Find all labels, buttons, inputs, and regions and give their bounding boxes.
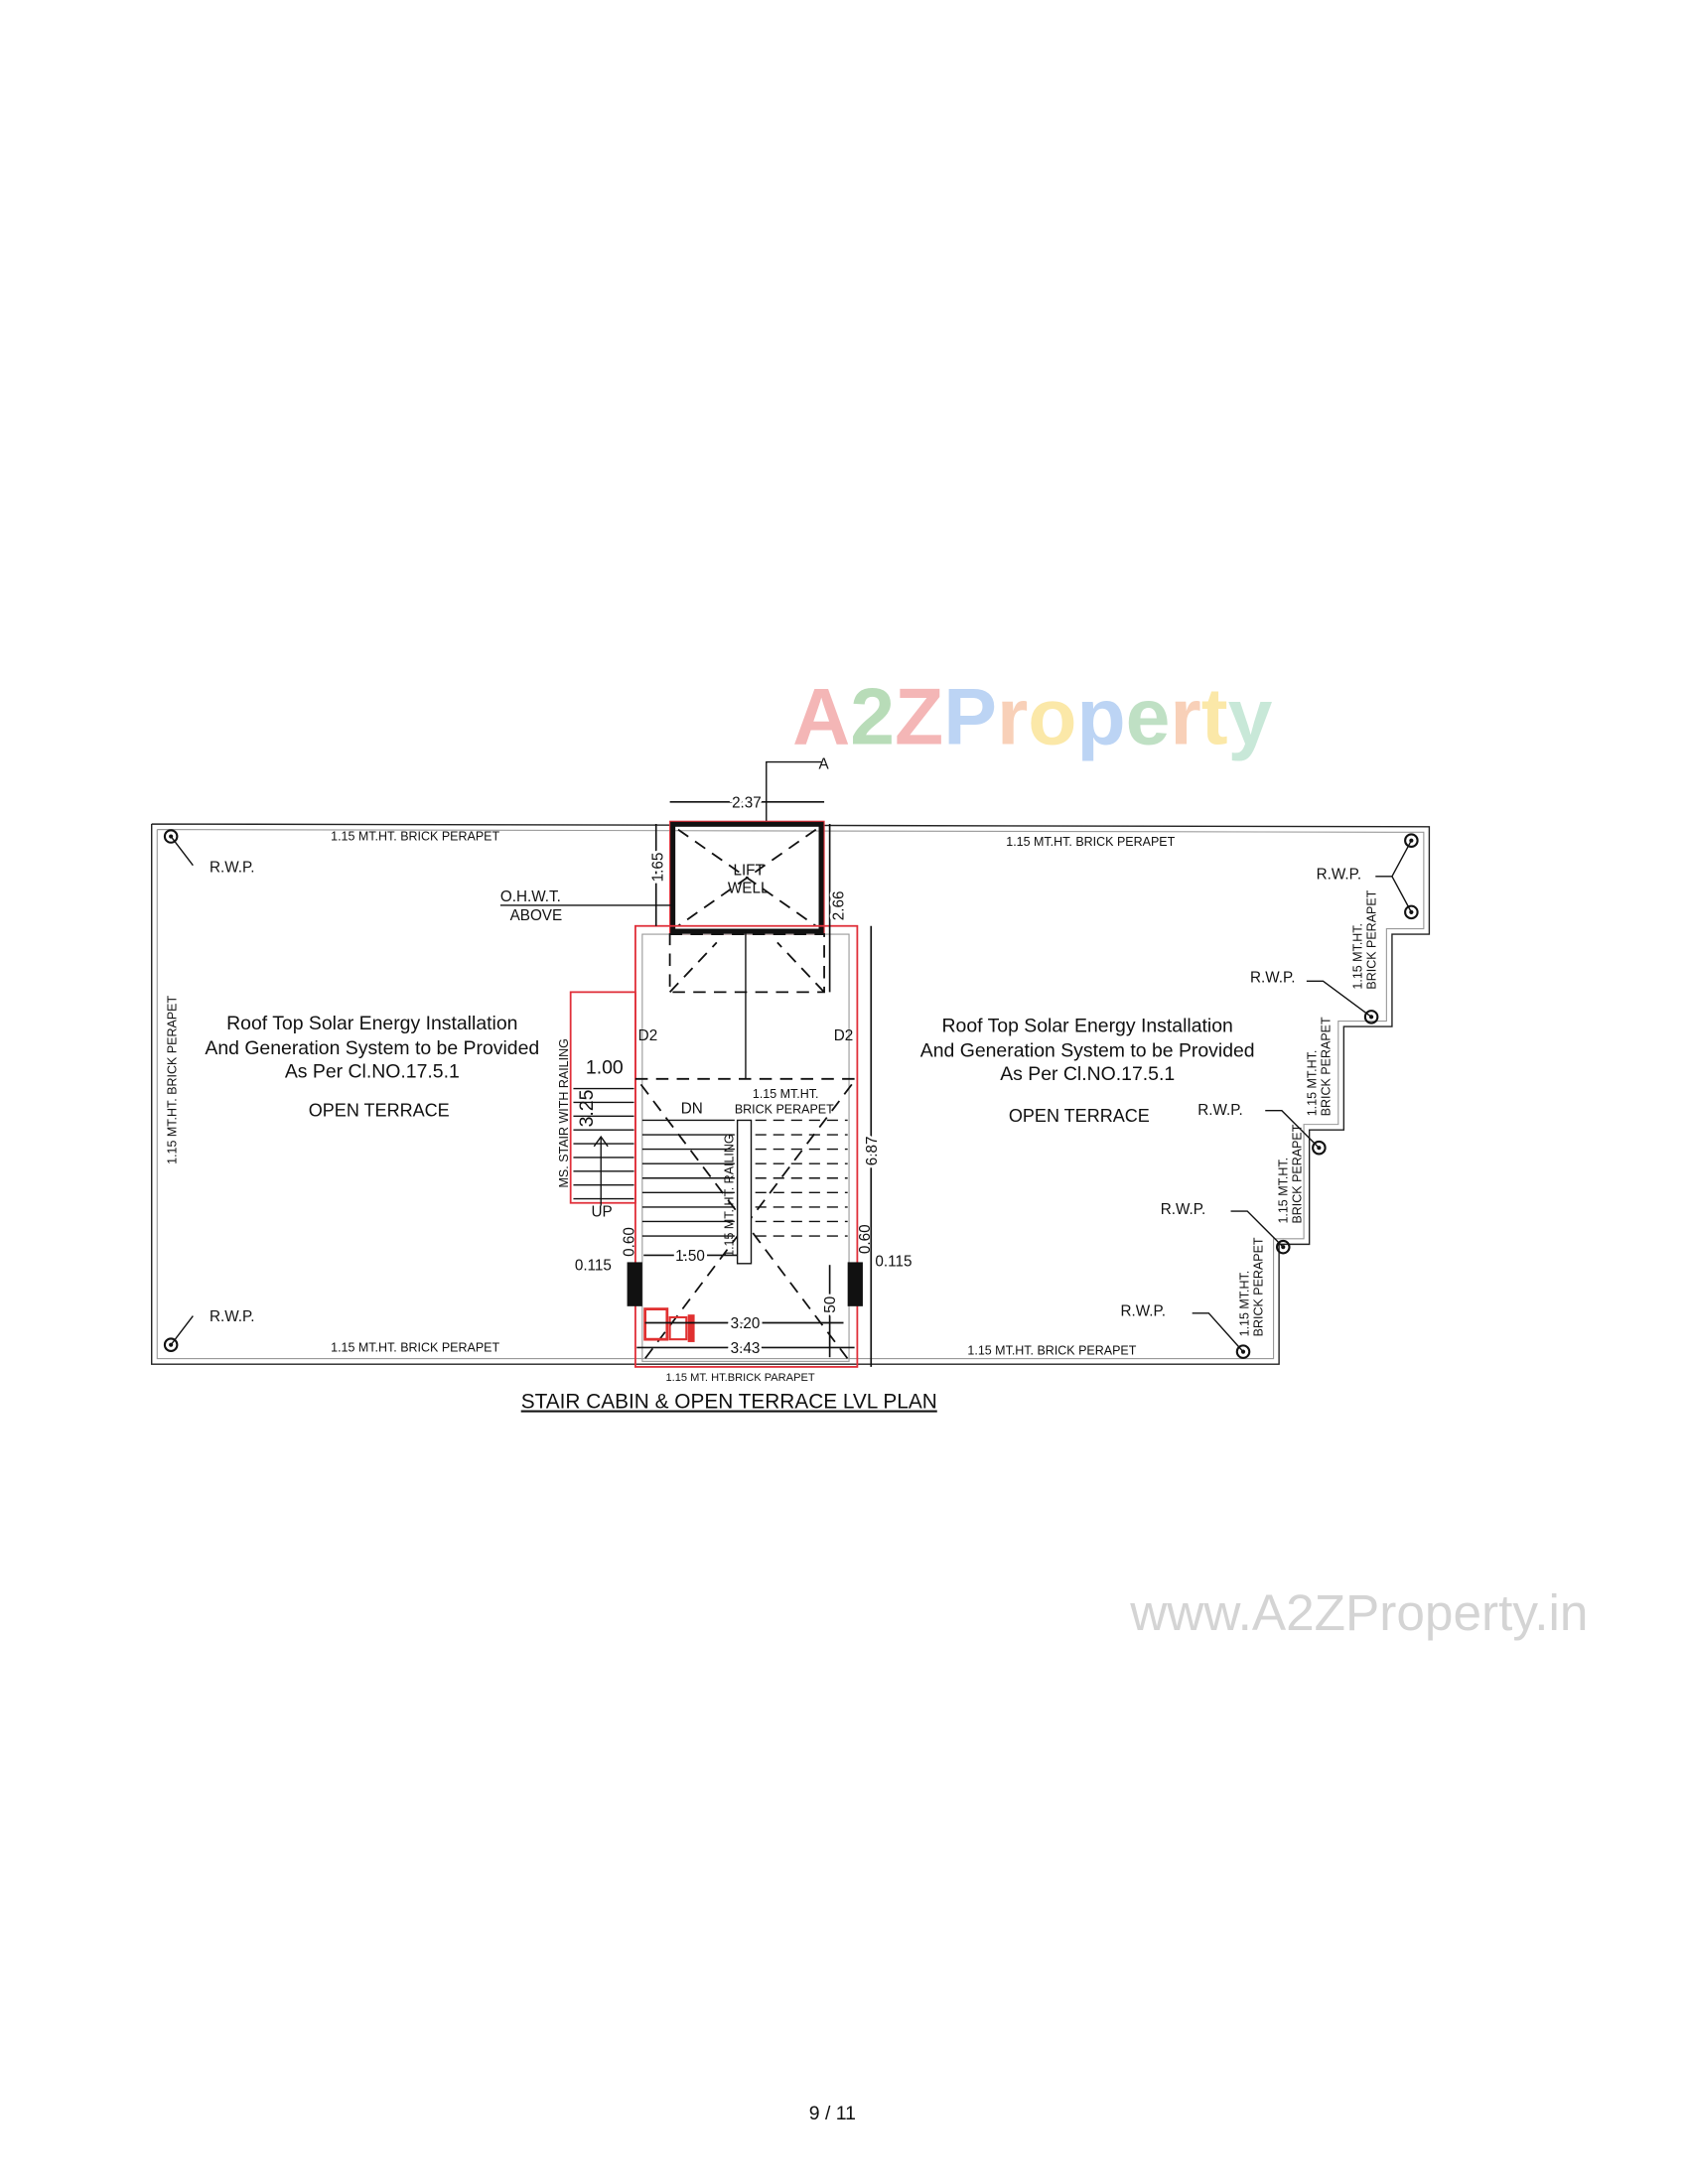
rwp-label: R.W.P. [1250, 970, 1295, 987]
rwp-label: R.W.P. [210, 860, 254, 877]
svg-text:1.15 MT.HT. BRICK PERAPET: 1.15 MT.HT. BRICK PERAPET [331, 830, 499, 844]
svg-text:0.115: 0.115 [575, 1258, 612, 1275]
svg-text:OPEN TERRACE: OPEN TERRACE [309, 1100, 450, 1120]
red-stamp [643, 1307, 695, 1342]
svg-text:1.15 MT.HT. BRICK PERAPET: 1.15 MT.HT. BRICK PERAPET [331, 1341, 499, 1355]
svg-text:2.37: 2.37 [732, 794, 762, 811]
rwp-label: R.W.P. [1161, 1201, 1205, 1218]
watermark-letter: e [1126, 673, 1171, 762]
watermark-url: www.A2ZProperty.in [1129, 1584, 1588, 1641]
rwp-symbol: R.W.P. [1161, 1201, 1291, 1255]
svg-text:DN: DN [681, 1101, 703, 1118]
svg-text:ABOVE: ABOVE [510, 907, 563, 924]
svg-text:BRICK PERAPET: BRICK PERAPET [735, 1103, 834, 1117]
svg-text:0.60: 0.60 [857, 1224, 874, 1254]
svg-text:1.15 MT.HT. BRICK PERAPET: 1.15 MT.HT. BRICK PERAPET [967, 1343, 1136, 1357]
watermark-letter: 2 [850, 673, 895, 762]
rwp-label: R.W.P. [210, 1308, 254, 1325]
svg-text:And Generation System to be Pr: And Generation System to be Provided [205, 1037, 539, 1059]
rwp-symbol: R.W.P. [1120, 1303, 1251, 1359]
svg-text:BRICK PERAPET: BRICK PERAPET [1364, 889, 1378, 989]
rwp-label: R.W.P. [1317, 867, 1361, 884]
svg-text:1.15 MT.HT.: 1.15 MT.HT. [753, 1087, 819, 1101]
svg-text:0.60: 0.60 [622, 1227, 638, 1257]
watermark-letter: o [1028, 673, 1076, 762]
watermark-letter: Z [895, 673, 943, 762]
svg-text:D2: D2 [834, 1027, 854, 1044]
lift-well: LIFT WELL [669, 820, 825, 935]
svg-text:2.66: 2.66 [831, 891, 848, 921]
svg-text:1.15 MT.HT.: 1.15 MT.HT. [1306, 1050, 1320, 1117]
svg-text:A: A [819, 756, 830, 773]
watermark-letter: p [1076, 673, 1125, 762]
rain-water-pipes: R.W.P. R.W.P. R.W.P. R.W.P. R.W.P. R.W.P. R.W.… [163, 829, 1419, 1359]
svg-text:1.15 MT. HT.BRICK PARAPET: 1.15 MT. HT.BRICK PARAPET [665, 1372, 814, 1384]
svg-text:1.50: 1.50 [675, 1248, 705, 1265]
rwp-symbol [1391, 876, 1419, 920]
right-terrace-note: Roof Top Solar Energy Installation And G… [920, 1016, 1255, 1126]
rwp-symbol: R.W.P. [1317, 833, 1419, 884]
watermark-letter: P [943, 673, 997, 762]
watermark-letter: r [1170, 673, 1200, 762]
parapet-labels: 1.15 MT.HT. BRICK PERAPET 1.15 MT.HT. BR… [166, 830, 1379, 1384]
svg-text:1.15 MT.HT.: 1.15 MT.HT. [1350, 923, 1364, 990]
svg-text:6.87: 6.87 [864, 1137, 881, 1166]
svg-text:Roof Top Solar Energy Installa: Roof Top Solar Energy Installation [942, 1016, 1233, 1037]
svg-text:1.15 MT.HT.: 1.15 MT.HT. [1276, 1158, 1290, 1224]
svg-text:Roof Top Solar Energy Installa: Roof Top Solar Energy Installation [226, 1013, 517, 1034]
plan-title: STAIR CABIN & OPEN TERRACE LVL PLAN [521, 1391, 937, 1414]
svg-text:OPEN TERRACE: OPEN TERRACE [1009, 1106, 1150, 1126]
watermark-letter: t [1201, 673, 1228, 762]
dimensions: 2.37 1.65 2.66 6.87 1.00 3.25 1.50 0.115… [575, 792, 912, 1367]
svg-text:1.00: 1.00 [586, 1056, 624, 1078]
svg-text:UP: UP [591, 1204, 612, 1221]
section-marker: A [766, 756, 830, 825]
svg-text:WELL: WELL [728, 880, 770, 896]
svg-text:As Per Cl.NO.17.5.1: As Per Cl.NO.17.5.1 [1000, 1063, 1175, 1085]
svg-text:3.43: 3.43 [731, 1340, 761, 1357]
watermark-letter: r [997, 673, 1028, 762]
svg-text:0.115: 0.115 [875, 1254, 912, 1271]
rwp-symbol: R.W.P. [1250, 970, 1379, 1024]
lift-well-label: LIFT [733, 862, 764, 879]
rwp-symbol: R.W.P. [1197, 1102, 1327, 1156]
a2z-logo-watermark: A2ZProperty [792, 673, 1272, 762]
svg-text:MS. STAIR WITH RAILING: MS. STAIR WITH RAILING [557, 1038, 571, 1187]
watermark-letter: y [1228, 673, 1273, 762]
svg-text:50: 50 [822, 1297, 839, 1313]
svg-text:1.15 MT.HT.: 1.15 MT.HT. [1238, 1271, 1252, 1337]
svg-text:1.15 MT.HT. BRICK PERAPET: 1.15 MT.HT. BRICK PERAPET [1006, 835, 1175, 849]
svg-text:O.H.W.T.: O.H.W.T. [500, 888, 561, 905]
svg-text:1.65: 1.65 [650, 853, 667, 883]
svg-text:And Generation System to be Pr: And Generation System to be Provided [920, 1040, 1255, 1062]
svg-text:BRICK PERAPET: BRICK PERAPET [1290, 1124, 1304, 1223]
svg-text:3.25: 3.25 [576, 1090, 598, 1128]
rwp-symbol: R.W.P. [163, 1308, 254, 1352]
svg-text:A2ZProperty: A2ZProperty [792, 673, 1272, 762]
svg-text:1.15 MT. HT. RAILING: 1.15 MT. HT. RAILING [722, 1134, 736, 1257]
rwp-symbol: R.W.P. [163, 829, 254, 877]
left-terrace-note: Roof Top Solar Energy Installation And G… [205, 1013, 539, 1120]
svg-text:D2: D2 [638, 1027, 658, 1044]
terrace-outline [151, 823, 1431, 1365]
ohwt-label: O.H.W.T. ABOVE [500, 888, 673, 924]
stair-cabin: D2 D2 DN UP 1.15 MT.HT. BRICK PERAPET MS… [557, 924, 863, 1368]
svg-text:3.20: 3.20 [731, 1315, 761, 1332]
rwp-label: R.W.P. [1197, 1102, 1242, 1119]
svg-text:BRICK PERAPET: BRICK PERAPET [1319, 1017, 1333, 1116]
svg-text:BRICK PERAPET: BRICK PERAPET [1251, 1237, 1265, 1336]
page-number: 9 / 11 [809, 2103, 856, 2124]
watermark-letter: A [792, 673, 850, 762]
svg-text:1.15 MT.HT. BRICK PERAPET: 1.15 MT.HT. BRICK PERAPET [166, 996, 180, 1164]
svg-text:As Per Cl.NO.17.5.1: As Per Cl.NO.17.5.1 [285, 1060, 460, 1082]
rwp-label: R.W.P. [1120, 1303, 1165, 1320]
